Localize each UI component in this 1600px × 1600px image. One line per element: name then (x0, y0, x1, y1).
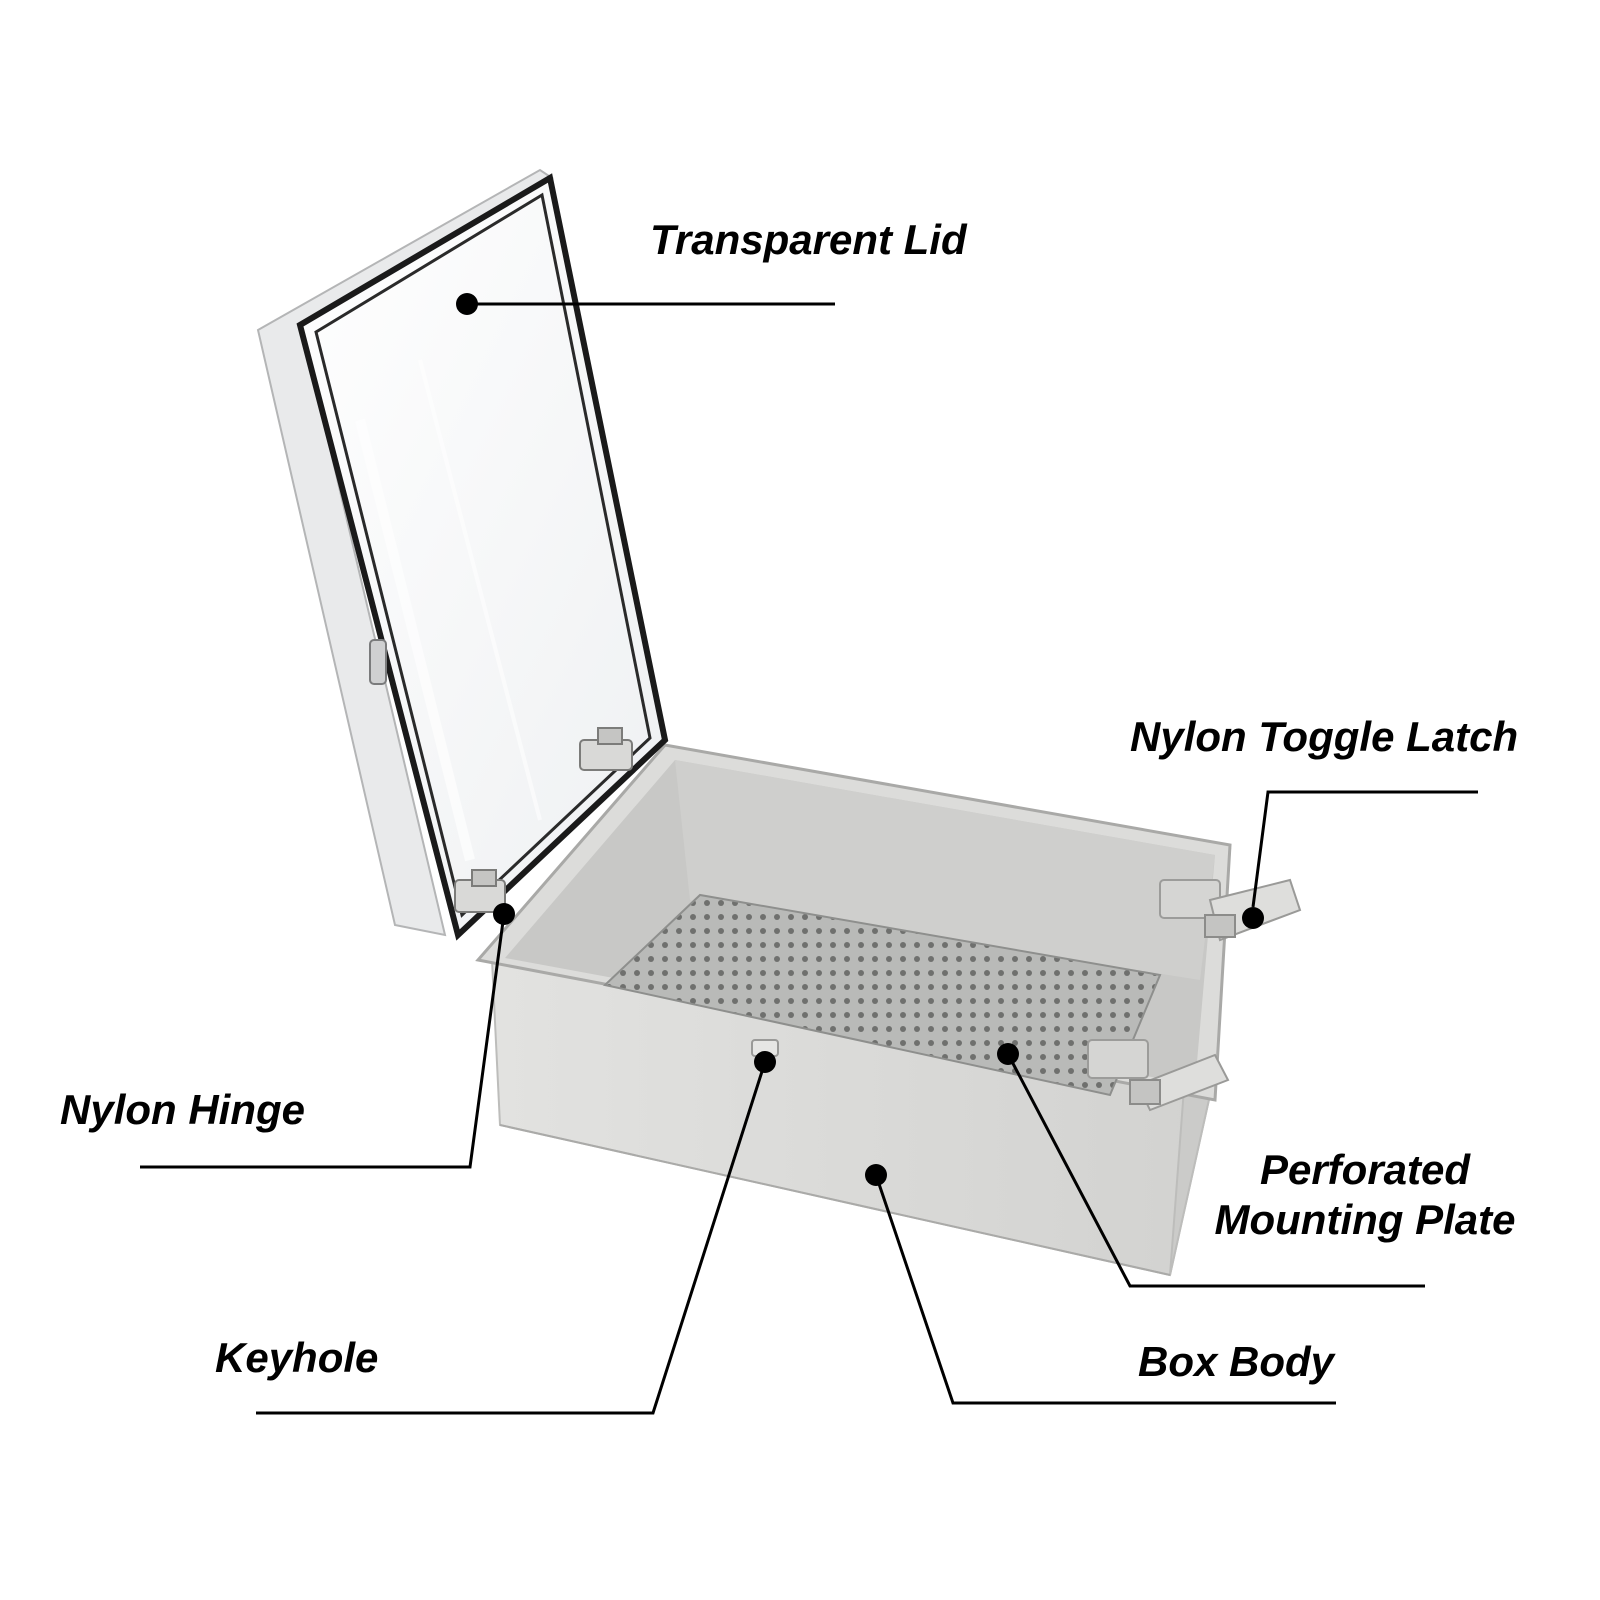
leader-perforated-plate (1006, 1053, 1425, 1288)
toggle-latch-lower (1087, 1039, 1230, 1112)
dot-toggle-latch (1242, 907, 1264, 929)
box-body (475, 743, 1232, 1277)
dot-keyhole (754, 1051, 776, 1073)
dot-nylon-hinge (493, 903, 515, 925)
dot-box-body (865, 1164, 887, 1186)
leader-box-body (874, 1174, 1336, 1405)
label-nylon-toggle-latch: Nylon Toggle Latch (1130, 713, 1519, 760)
leader-nylon-hinge (140, 913, 506, 1169)
label-perforated-mounting-plate: Perforated Mounting Plate (1190, 1145, 1540, 1246)
label-box-body: Box Body (1138, 1338, 1335, 1385)
dot-transparent-lid (456, 293, 478, 315)
nylon-hinge-lower (454, 869, 506, 913)
dot-perforated-plate (997, 1043, 1019, 1065)
leader-dots (456, 293, 1264, 1186)
label-perforated-line1: Perforated (1259, 1146, 1471, 1193)
transparent-lid (256, 168, 669, 941)
leader-keyhole (256, 1061, 767, 1415)
leader-lines (140, 302, 1478, 1415)
leader-toggle-latch (1251, 790, 1478, 908)
label-perforated-line2: Mounting Plate (1214, 1196, 1516, 1244)
label-keyhole: Keyhole (215, 1334, 379, 1381)
nylon-hinge-upper (579, 727, 633, 771)
label-nylon-hinge: Nylon Hinge (60, 1086, 306, 1133)
label-transparent-lid: Transparent Lid (650, 216, 967, 263)
perforated-plate (602, 893, 1162, 1097)
